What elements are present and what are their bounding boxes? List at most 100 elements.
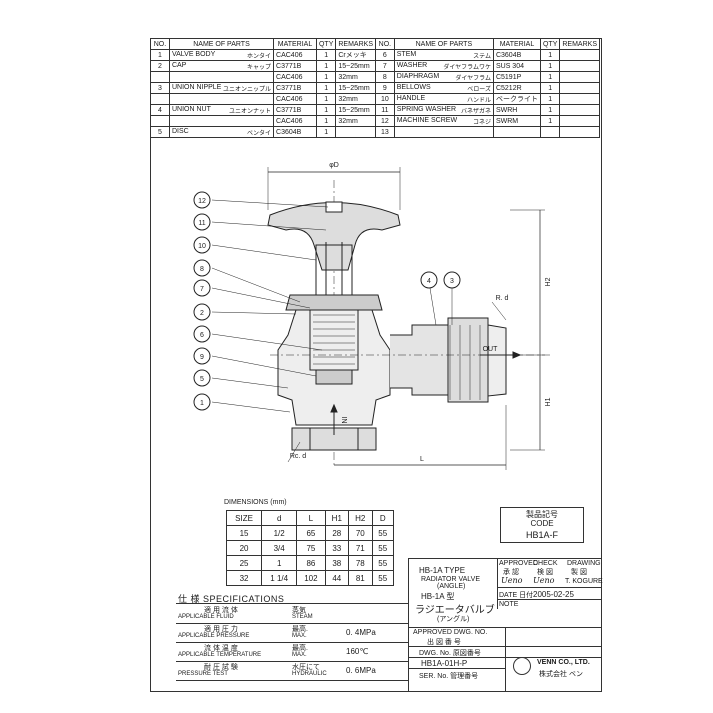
- company-logo: [513, 657, 531, 675]
- part-material: C3771B: [273, 104, 317, 116]
- thread-label-top: R. d: [496, 295, 509, 302]
- signature-approved: Ueno: [501, 576, 523, 585]
- part-name: [168, 115, 275, 127]
- part-name: [393, 126, 494, 138]
- approved-dwg-jp: 出 図 番 号: [427, 639, 461, 646]
- part-name-en: VALVE BODY: [171, 50, 216, 58]
- part-remarks: [559, 49, 600, 61]
- approved-en: APPROVED: [499, 560, 538, 567]
- dimensions-cell: 70: [348, 525, 373, 541]
- callout-10: 10: [198, 243, 206, 250]
- part-material: ベークライト: [492, 93, 541, 105]
- header-remarks: REMARKS: [335, 38, 376, 50]
- part-name-en: WASHER: [396, 61, 428, 69]
- part-no: 13: [375, 126, 395, 138]
- part-remarks: [559, 126, 600, 138]
- part-name-jp: ダイヤフラム: [455, 75, 491, 82]
- company-en: VENN CO., LTD.: [537, 659, 590, 666]
- part-name-jp: ベローズ: [467, 86, 491, 93]
- part-name: [168, 71, 275, 83]
- dimensions-cell: 71: [348, 540, 373, 556]
- part-material: SWRH: [492, 104, 541, 116]
- dimensions-cell: 86: [296, 555, 326, 571]
- part-remarks: 15~25mm: [335, 82, 376, 94]
- spec-value-en: MAX.: [292, 652, 307, 658]
- part-name-jp: ユニオンナット: [229, 108, 272, 115]
- part-no: 9: [375, 82, 395, 94]
- code-value: HB1A-F: [525, 530, 558, 540]
- tb-divider-sig: [497, 587, 601, 588]
- dim-l: L: [420, 456, 424, 463]
- part-name-en: UNION NUT: [171, 105, 211, 113]
- tb-divider-v2: [505, 627, 506, 691]
- part-no: 5: [150, 126, 170, 138]
- dimensions-cell: 55: [371, 540, 395, 556]
- part-name-en: UNION NIPPLE: [171, 83, 222, 91]
- part-remarks: Crメッキ: [335, 49, 376, 61]
- type-line: HB-1A TYPE: [419, 566, 466, 575]
- spec-value: 160℃: [346, 647, 369, 656]
- dimensions-cell: 65: [296, 525, 326, 541]
- dimensions-title: DIMENSIONS (mm): [224, 499, 287, 506]
- dimensions-cell: 3/4: [261, 540, 298, 556]
- part-qty: 1: [315, 115, 337, 127]
- callout-6: 6: [200, 332, 204, 339]
- callout-7: 7: [200, 286, 204, 293]
- part-material: C3771B: [273, 60, 317, 72]
- part-qty: 1: [315, 60, 337, 72]
- part-name-en: SPRING WASHER: [396, 105, 457, 113]
- part-material: C5212R: [492, 82, 541, 94]
- jp-name: ラジエータバルブ: [415, 605, 495, 616]
- dimensions-cell: 78: [348, 555, 373, 571]
- spec-value-jp: 水圧にて: [292, 664, 320, 671]
- part-name: VALVE BODY ホンタイ: [168, 49, 275, 61]
- header-no: NO.: [375, 38, 395, 50]
- dimensions-cell: 32: [225, 570, 263, 586]
- part-name-jp: コネジ: [472, 119, 491, 126]
- callout-2: 2: [200, 310, 204, 317]
- out-label: OUT: [483, 346, 499, 353]
- drawing-en: DRAWING: [567, 560, 601, 567]
- header-remarks: REMARKS: [559, 38, 600, 50]
- part-no: 2: [150, 60, 170, 72]
- part-no: 1: [150, 49, 170, 61]
- part-qty: 1: [539, 60, 561, 72]
- parts-table-right: NO. NAME OF PARTS MATERIAL QTY REMARKS 6…: [375, 38, 600, 138]
- signature-check: Ueno: [533, 576, 555, 585]
- part-qty: 1: [539, 93, 561, 105]
- part-material: CAC406: [273, 93, 317, 105]
- part-no: 7: [375, 60, 395, 72]
- spec-value-en: STEAM: [292, 614, 313, 620]
- part-qty: 1: [315, 49, 337, 61]
- spec-name-en: PRESSURE TEST: [178, 671, 228, 677]
- part-material: C3604B: [492, 49, 541, 61]
- part-remarks: [559, 115, 600, 127]
- part-name-jp: ホンタイ: [247, 53, 272, 60]
- part-qty: 1: [539, 71, 561, 83]
- tb-divider-v: [497, 559, 498, 609]
- header-material: MATERIAL: [273, 38, 317, 50]
- part-remarks: [559, 104, 600, 116]
- part-material: C3771B: [273, 82, 317, 94]
- part-name: UNION NUT ユニオンナット: [168, 104, 275, 116]
- dwg-no-label: DWG. No. 原図番号: [419, 650, 481, 657]
- dim-phi-d: φD: [329, 162, 339, 169]
- part-name-en: MACHINE SCREW: [396, 116, 458, 124]
- callout-4: 4: [427, 278, 431, 285]
- spec-value-en: MAX.: [292, 633, 307, 639]
- part-no: 6: [375, 49, 395, 61]
- part-name-jp: ハンドル: [466, 97, 491, 104]
- ser-no-label: SER. No. 管理番号: [419, 673, 479, 680]
